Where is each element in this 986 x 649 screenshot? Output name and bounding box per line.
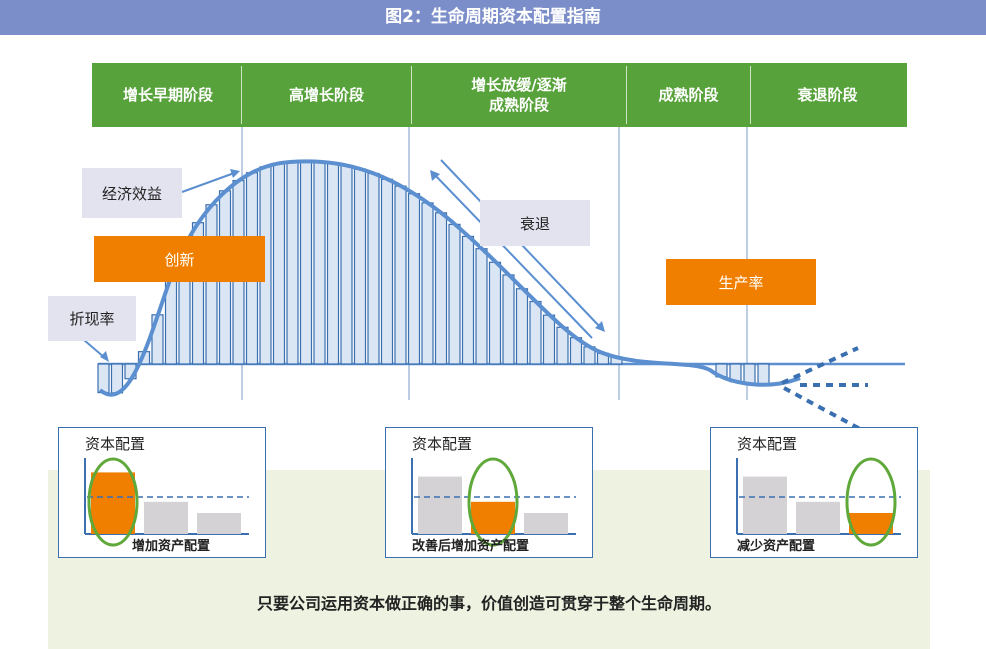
allocation-chart [84, 457, 249, 547]
benefit-bar [97, 363, 110, 394]
stage-early-growth: 增长早期阶段 [122, 86, 213, 104]
allocation-box-mid: 资本配置 改善后增加资产配置 [385, 427, 593, 558]
benefit-bar [380, 178, 394, 365]
benefit-bar [326, 162, 340, 365]
stage-high-growth: 高增长阶段 [241, 66, 411, 124]
benefit-bar [515, 288, 529, 365]
highlight-circle [87, 457, 139, 547]
allocation-caption: 减少资产配置 [737, 539, 816, 554]
stage-maturity: 成熟阶段 [626, 66, 750, 124]
decline-arrow-up [430, 170, 593, 339]
discount-rate-label: 折现率 [48, 296, 136, 341]
allocation-bar [144, 501, 188, 534]
stage-decline: 衰退阶段 [750, 66, 904, 124]
allocation-caption: 改善后增加资产配置 [412, 539, 530, 554]
benefit-bar [488, 261, 502, 365]
benefit-bar [475, 248, 488, 365]
decline-label: 衰退 [480, 200, 590, 246]
allocation-title: 资本配置 [85, 435, 146, 453]
discount-rate-arrow [83, 339, 109, 362]
benefit-bar [299, 160, 313, 365]
page-title: 图2：生命周期资本配置指南 [0, 0, 986, 35]
benefit-bar [367, 172, 380, 365]
benefit-bar [461, 235, 475, 365]
benefit-bar [407, 193, 421, 365]
highlighted-allocation-bar [91, 472, 135, 534]
benefit-bar [272, 162, 286, 365]
highlighted-allocation-bar [849, 513, 893, 534]
benefit-bar [556, 326, 569, 365]
future-dashed-lines [781, 346, 868, 432]
benefit-bar [434, 212, 448, 365]
benefit-bar [421, 202, 434, 365]
allocation-title: 资本配置 [412, 435, 473, 453]
highlight-circle [467, 457, 519, 547]
allocation-caption: 增加资产配置 [132, 539, 211, 554]
benefit-bar [542, 314, 556, 365]
allocation-bar [418, 476, 462, 534]
allocation-bar [743, 476, 787, 534]
highlighted-allocation-bar [471, 501, 515, 534]
benefit-bar [448, 223, 461, 365]
economic-benefit-arrow [181, 169, 240, 193]
benefit-bar [313, 161, 326, 365]
allocation-box-early: 资本配置 增加资产配置 [58, 427, 266, 558]
innovation-label: 创新 [94, 236, 265, 282]
allocation-chart [736, 457, 901, 547]
benefit-bar [502, 274, 515, 365]
conclusion-text: 只要公司运用资本做正确的事，价值创造可贯穿于整个生命周期。 [256, 594, 721, 613]
benefit-bar [743, 363, 756, 385]
economic-benefit-label: 经济效益 [82, 168, 182, 218]
allocation-bar [524, 513, 568, 534]
productivity-label: 生产率 [666, 259, 816, 305]
allocation-bar [796, 501, 840, 534]
allocation-title: 资本配置 [737, 435, 798, 453]
stage-slowing-growth: 增长放缓/逐渐 成熟阶段 [411, 66, 626, 124]
benefit-bar [394, 185, 407, 365]
highlight-circle [845, 457, 897, 547]
stage-header: 增长早期阶段 高增长阶段 增长放缓/逐渐 成熟阶段 成熟阶段 衰退阶段 [92, 63, 907, 127]
allocation-chart [411, 457, 576, 547]
allocation-bar [197, 513, 241, 534]
benefit-bar [353, 168, 367, 365]
benefit-bar [286, 161, 299, 365]
benefit-bar [529, 300, 542, 365]
benefit-bar [205, 204, 218, 365]
benefit-bar [757, 363, 770, 386]
allocation-box-late: 资本配置 减少资产配置 [710, 427, 918, 558]
benefit-bar [340, 164, 353, 365]
